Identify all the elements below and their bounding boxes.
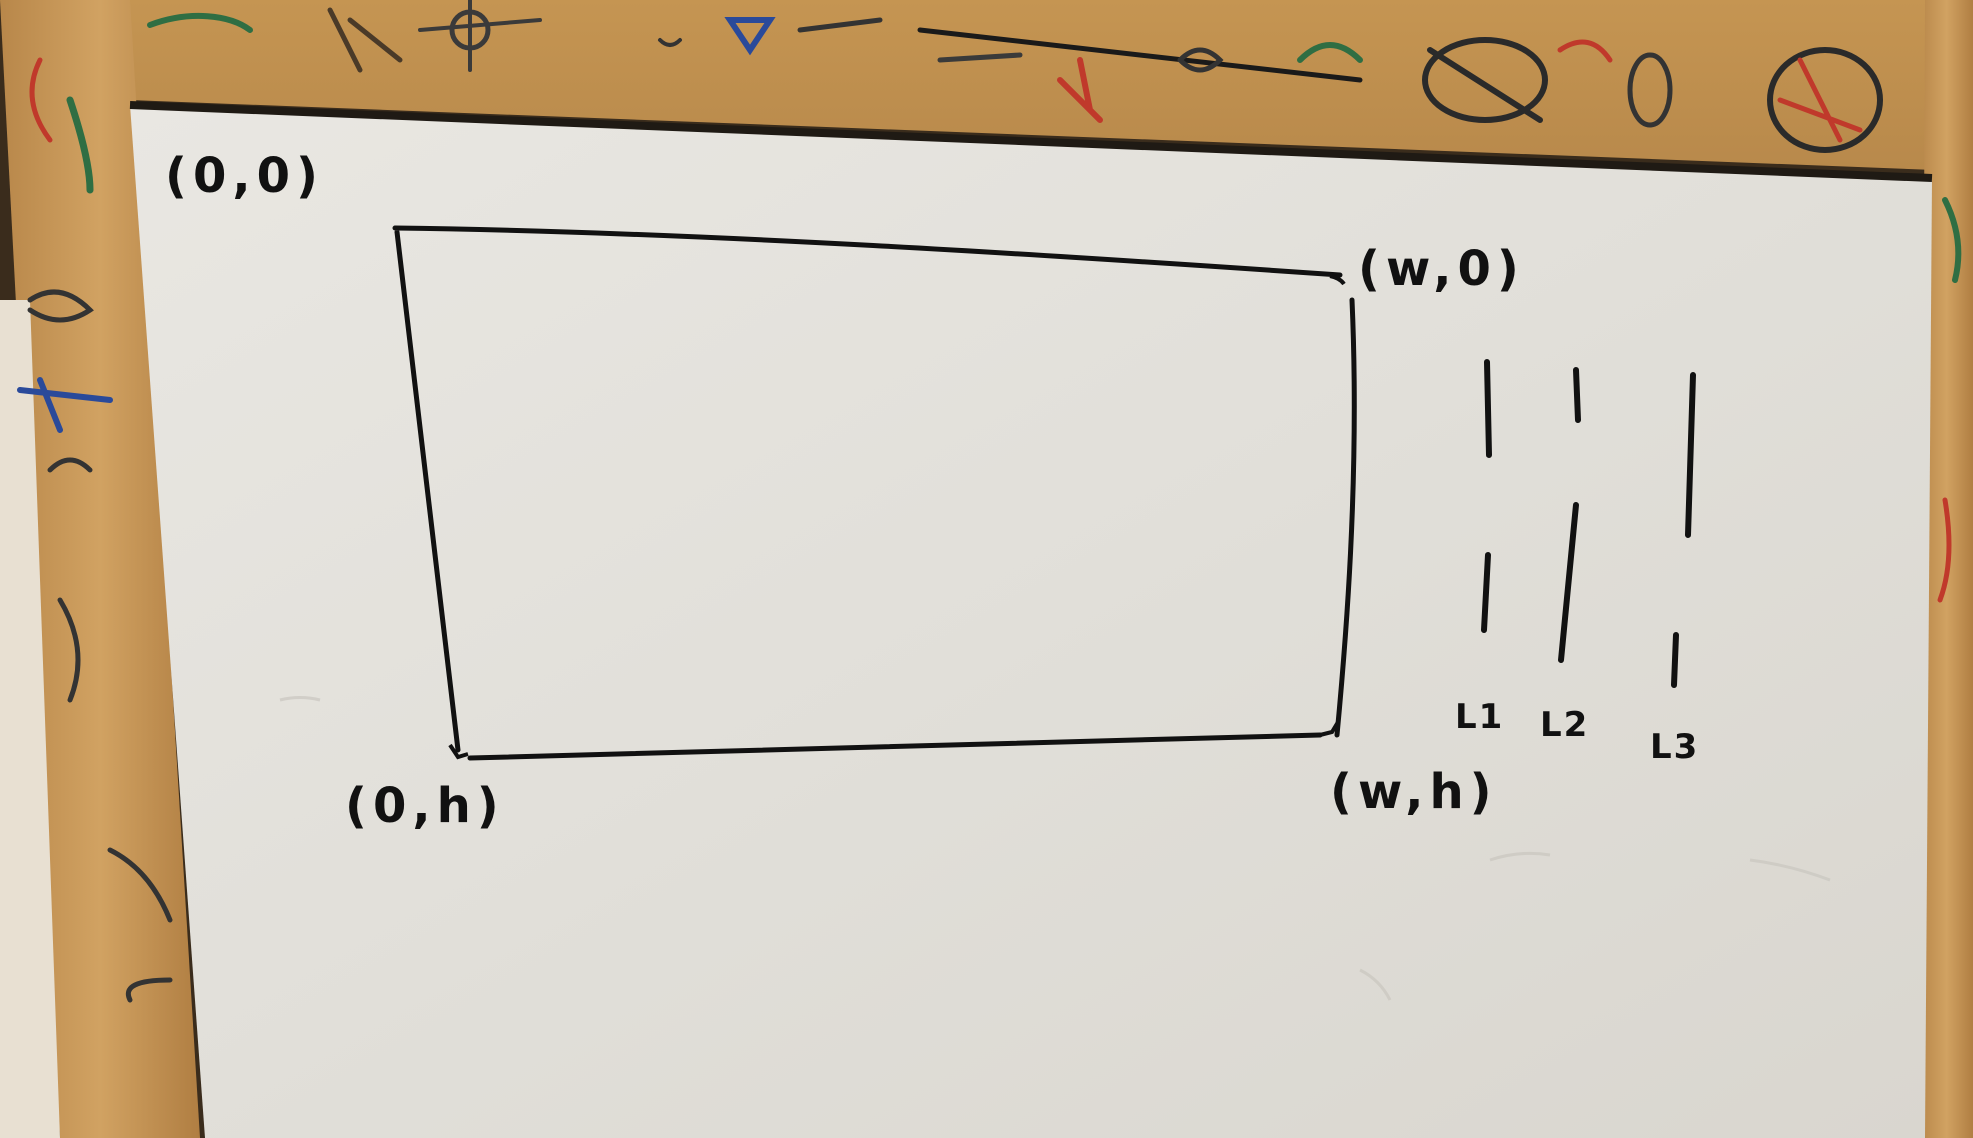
rectangle-corner-mark [1329, 274, 1346, 286]
corner-label-bottom-left: (0,h) [345, 778, 505, 834]
drawn-rectangle [392, 225, 1357, 761]
line-l1-dash [1484, 359, 1492, 458]
corner-label-top-left: (0,0) [165, 148, 324, 204]
dashed-line-l3 [1671, 372, 1696, 688]
corner-label-bottom-right: (w,h) [1330, 764, 1498, 820]
frame-doodles [17, 0, 1962, 1003]
dashed-line-l1 [1481, 359, 1492, 633]
line-label-l1: L1 [1455, 697, 1504, 737]
frame-left-post [0, 0, 200, 1138]
wall-strip [0, 300, 60, 1138]
line-label-l2: L2 [1540, 705, 1589, 745]
rectangle-corner-mark [1319, 720, 1340, 737]
line-label-l3: L3 [1650, 727, 1699, 767]
rectangle-corner-mark [448, 743, 469, 760]
dashed-line-l2 [1558, 367, 1581, 663]
corner-label-top-right: (w,0) [1358, 241, 1525, 297]
line-l2-dash [1558, 502, 1579, 663]
line-l2-dash [1573, 367, 1581, 423]
board-smudges [279, 696, 1831, 1001]
line-l3-dash [1671, 632, 1679, 688]
line-l1-dash [1481, 552, 1491, 633]
whiteboard-surface [130, 105, 1932, 1138]
line-l3-dash [1685, 372, 1696, 538]
board-top-edge [129, 101, 1933, 182]
